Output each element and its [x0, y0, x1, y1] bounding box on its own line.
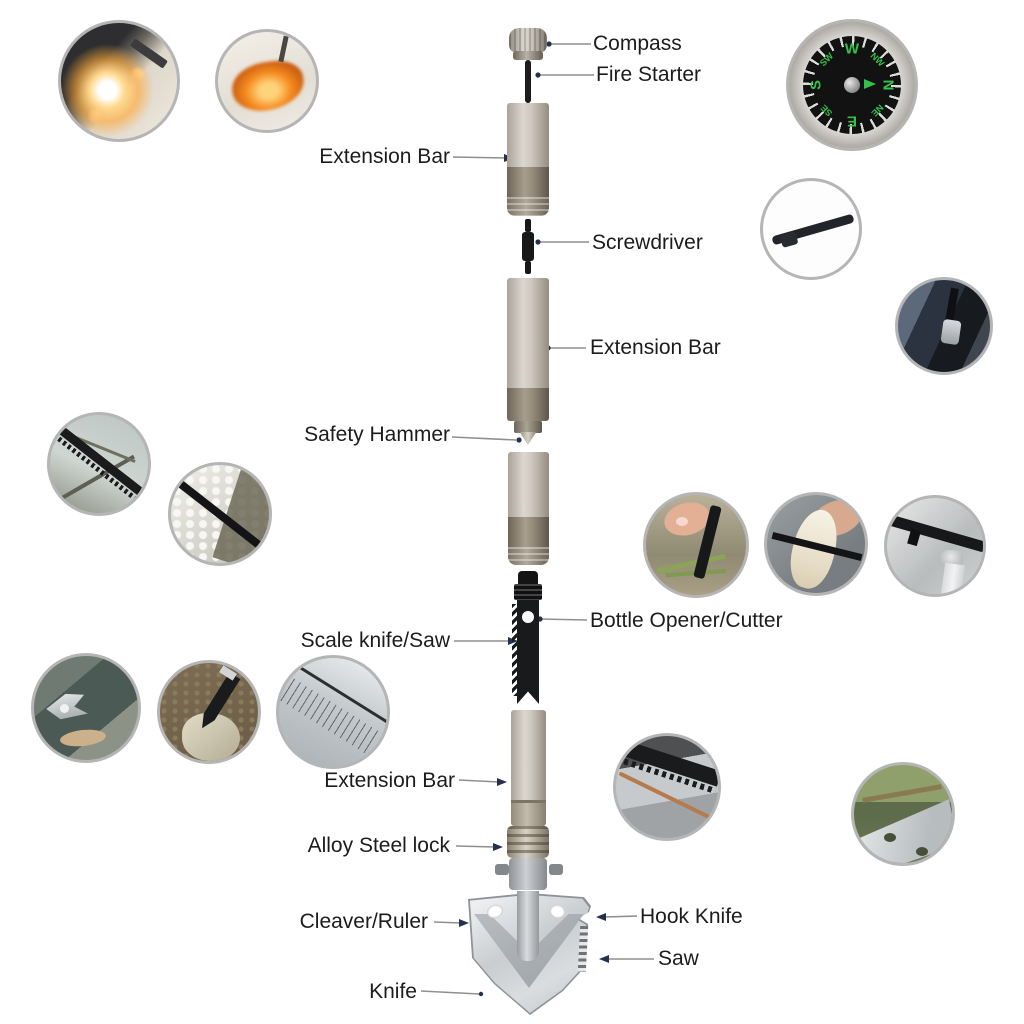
bar-body	[507, 103, 549, 167]
saw-handle-collar	[514, 584, 542, 600]
compass-letter-n: N	[879, 79, 897, 91]
safety-hammer-tip	[519, 432, 537, 445]
wood-chip-shape	[59, 727, 107, 749]
leader-extension-bar-bottom	[458, 779, 500, 783]
leader-cleaver-ruler	[433, 921, 462, 924]
bar-coupler	[508, 547, 549, 565]
label-knife: Knife	[369, 980, 417, 1003]
compass-cap-part	[509, 28, 547, 53]
saw-blade-part	[517, 600, 539, 704]
photo-cutter-in-hand	[643, 492, 749, 598]
compass-letter-e: E	[846, 112, 858, 130]
shovel-hole-shape	[916, 847, 928, 856]
label-scale-knife-saw: Scale knife/Saw	[300, 629, 450, 652]
photo-screwdriver-in-use	[895, 277, 993, 375]
compass-dial: W NW N NE E SE S SW	[803, 36, 901, 134]
branch-shape	[862, 784, 942, 803]
bar-body	[507, 278, 549, 388]
bottle-opener-hole	[522, 611, 534, 623]
shovel-saw-edge	[577, 925, 589, 973]
compass-cap-ring	[513, 51, 543, 60]
leader-hook-knife	[603, 915, 638, 918]
label-extension-bar-top: Extension Bar	[319, 145, 450, 168]
photo-scale-knife-on-fish	[168, 462, 272, 566]
compass-letter-w: W	[844, 40, 860, 58]
bit-tip-top	[525, 219, 531, 232]
shovel-socket	[517, 891, 539, 961]
screw-shape	[60, 704, 69, 713]
photo-saw-cutting-wood	[47, 412, 151, 516]
leader-safety-hammer	[451, 436, 517, 441]
compass-needle	[863, 79, 876, 90]
photo-ruler-scale-closeup	[276, 655, 390, 769]
bar-collar	[507, 388, 549, 421]
photo-saw-blade-closeup	[613, 733, 721, 841]
label-hook-knife: Hook Knife	[640, 905, 743, 928]
fingernail-shape	[676, 517, 688, 526]
compass-letter-s: S	[807, 79, 825, 91]
alloy-steel-lock-part	[507, 826, 549, 858]
extension-bar-segment-4	[511, 710, 546, 826]
extension-bar-segment-3	[508, 452, 549, 565]
bar-lower	[511, 803, 546, 826]
photo-shovel-edge-in-use	[851, 762, 955, 866]
label-fire-starter: Fire Starter	[596, 63, 702, 86]
leader-bottle-opener	[539, 618, 588, 621]
label-saw: Saw	[658, 947, 699, 970]
label-extension-bar-bottom: Extension Bar	[324, 769, 455, 792]
label-extension-bar-middle: Extension Bar	[590, 336, 721, 359]
leader-knife	[420, 990, 480, 995]
hinge-pin-right	[549, 864, 563, 875]
screwdriver-bit-part	[519, 219, 537, 274]
photo-bottle-opener-on-bottle	[884, 495, 986, 597]
driver-shaft-shape	[945, 287, 959, 323]
striker-rod-shape	[278, 35, 289, 63]
photo-fire-starter-sparks	[58, 20, 180, 142]
bar-collar	[508, 517, 549, 547]
extension-bar-segment-2	[507, 278, 549, 421]
hinge-pin-left	[495, 864, 509, 875]
bar-ring	[511, 800, 546, 803]
flame-shape	[229, 57, 307, 115]
bar-body	[508, 452, 549, 517]
bit-body	[522, 232, 534, 261]
striker-rod-shape	[130, 38, 168, 69]
shovel-blade-shape	[851, 799, 955, 866]
saw-handle-knob	[518, 571, 538, 584]
extension-bar-segment-1	[507, 103, 549, 216]
bottle-neck-shape	[940, 562, 966, 594]
compass-pivot	[844, 77, 860, 93]
label-safety-hammer: Safety Hammer	[304, 423, 450, 446]
photo-fire-burning-tinder	[215, 29, 319, 133]
leader-alloy-steel-lock	[455, 845, 496, 848]
label-cleaver-ruler: Cleaver/Ruler	[299, 910, 428, 933]
photo-compass-face: W NW N NE E SE S SW	[786, 19, 918, 151]
fire-starter-rod	[525, 60, 531, 103]
metal-fitting-shape	[940, 318, 962, 346]
bottle-cap-shape	[939, 550, 963, 567]
hammer-neck	[514, 421, 542, 433]
bit-hex-shape	[779, 231, 799, 248]
bar-coupler	[507, 197, 549, 216]
bar-collar	[507, 167, 549, 197]
shovel-hole-shape	[884, 833, 896, 842]
bit-tip-bottom	[525, 261, 531, 274]
shovel-hinge	[509, 858, 547, 890]
photo-screwdriver-bit	[760, 178, 862, 280]
photo-knife-cutting-shoot	[764, 492, 868, 596]
label-bottle-opener-cutter: Bottle Opener/Cutter	[590, 609, 783, 632]
leader-extension-bar-top	[452, 156, 507, 159]
photo-hook-knife-on-wood	[31, 653, 141, 763]
opener-rod-shape	[887, 514, 983, 553]
photo-knife-in-ground	[157, 660, 261, 764]
label-compass: Compass	[593, 32, 682, 55]
label-alloy-steel-lock: Alloy Steel lock	[307, 834, 450, 857]
label-screwdriver: Screwdriver	[592, 231, 703, 254]
bar-body	[511, 710, 546, 800]
saw-teeth-edge	[512, 604, 518, 696]
